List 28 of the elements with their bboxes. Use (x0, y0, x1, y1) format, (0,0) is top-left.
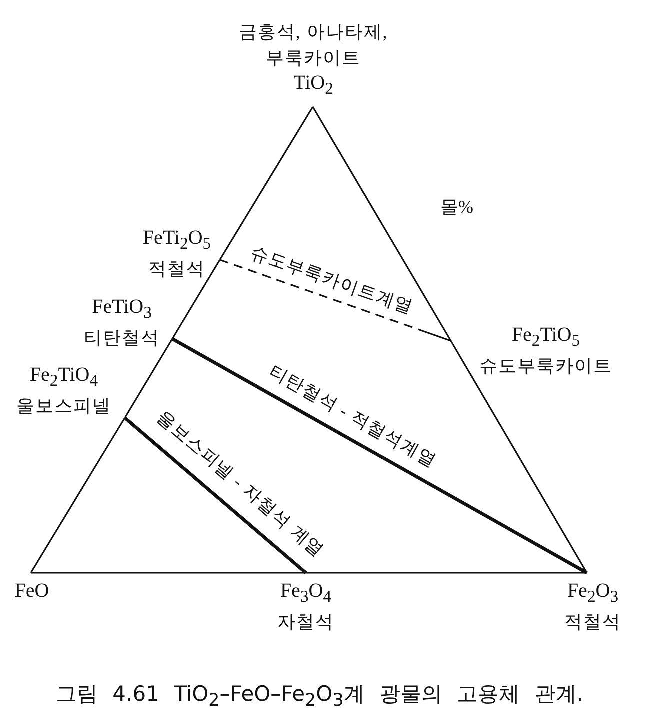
series-line (172, 338, 588, 574)
formula-label: Fe$_{2}$TiO$_{4}$ (30, 363, 98, 392)
mineral-name-label: 슈도부룩카이트 (480, 355, 612, 378)
formula-label: FeTi$_{2}$O$_{5}$ (142, 226, 212, 255)
dashed-series-line (220, 259, 452, 342)
triangle-side-line (30, 418, 126, 574)
mineral-name-label: 적철석 (148, 258, 206, 281)
triangle-side-line (306, 572, 587, 574)
triangle-side-line (450, 340, 588, 574)
mineral-name-label: 자철석 (278, 611, 334, 634)
formula-label: Fe$_{2}$O$_{3}$ (567, 579, 619, 608)
formula-label: Fe$_{2}$TiO$_{5}$ (512, 323, 580, 352)
unit-label: 몰% (440, 196, 474, 218)
formula-label: Fe$_{3}$O$_{4}$ (280, 579, 332, 608)
formula-label: TiO$_{2}$ (294, 71, 334, 100)
mineral-name-label: 울보스피넬 (16, 395, 112, 418)
figure-caption: 그림 4.61 TiO$_{2}$–FeO–Fe$_{2}$O$_{3}$계 광물의 고용체 관계. (56, 681, 584, 710)
mineral-names-label: 금홍석, 아나타제, 부룩카이트 (238, 21, 390, 70)
formula-label: FeO (14, 579, 50, 603)
triangle-side-line (219, 106, 314, 260)
formula-label: FeTiO$_{3}$ (92, 295, 152, 324)
series-line (124, 416, 308, 574)
triangle-side-line (172, 260, 221, 340)
triangle-side-line (31, 572, 306, 574)
triangle-side-line (312, 106, 452, 342)
mineral-name-label: 티탄철석 (84, 327, 160, 350)
mineral-name-label: 적철석 (564, 611, 622, 634)
triangle-side-line (124, 338, 174, 418)
